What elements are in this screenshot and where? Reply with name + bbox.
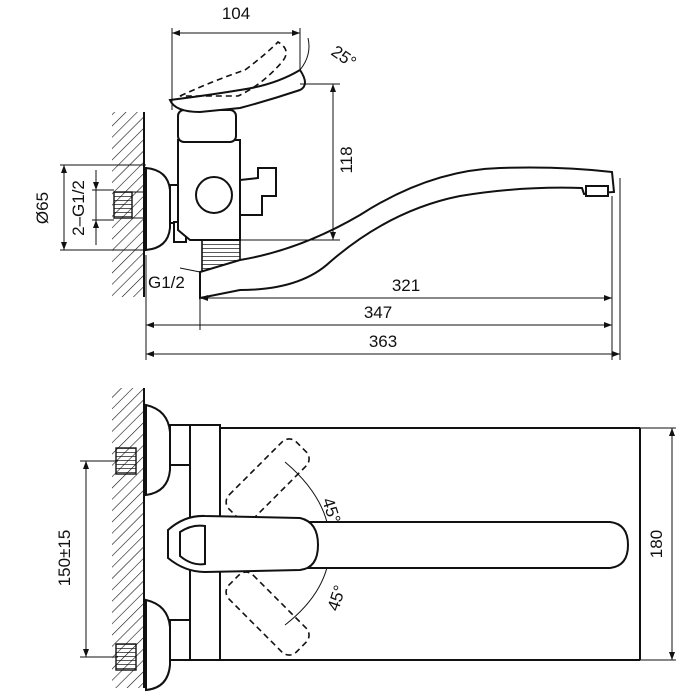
dim-321-label: 321	[392, 276, 420, 295]
diverter-knob	[239, 167, 277, 216]
handle-range-lower	[225, 571, 310, 656]
escutcheon-top	[145, 166, 171, 252]
inlet-nut-top	[113, 191, 133, 219]
spout-top	[237, 521, 630, 569]
escutcheon-upper	[145, 403, 171, 497]
handle-range-upper	[225, 438, 310, 523]
side-view: 104 25° 118 Ø65	[33, 4, 621, 360]
dim-thread-inlet-label: 2–G1/2	[69, 180, 88, 236]
lever-handle-side	[168, 68, 306, 114]
dim-321: 321	[199, 276, 612, 330]
dim-363: 363	[146, 178, 621, 360]
dim-104-label: 104	[222, 4, 250, 23]
dim-363-label: 363	[369, 332, 397, 351]
dim-thread-outlet-label: G1/2	[148, 273, 185, 292]
dim-347-label: 347	[364, 303, 392, 322]
top-view: 45° 45° 150±15 180	[55, 388, 676, 692]
inlet-nut-upper	[115, 447, 137, 475]
dim-centers-label: 150±15	[55, 530, 74, 587]
dim-347: 347	[145, 196, 613, 360]
inlet-nut-lower	[115, 643, 137, 671]
dim-104: 104	[171, 4, 301, 110]
escutcheon-lower	[145, 598, 171, 692]
dim-45-lower-label: 45°	[324, 583, 350, 613]
wall-bottom	[112, 388, 145, 688]
dim-diameter: Ø65	[33, 164, 146, 251]
spout-side	[199, 166, 616, 300]
dim-diameter-label: Ø65	[33, 192, 52, 224]
dim-180: 180	[640, 427, 676, 661]
dim-180-label: 180	[647, 530, 666, 558]
dim-angle-25: 25°	[299, 37, 360, 72]
dim-centers: 150±15	[55, 460, 118, 658]
dim-25-label: 25°	[328, 42, 360, 72]
dim-118-label: 118	[337, 146, 356, 173]
dim-thread-inlet: 2–G1/2	[69, 170, 114, 245]
dim-118: 118	[240, 83, 356, 241]
lever-handle-tilted	[179, 41, 287, 97]
